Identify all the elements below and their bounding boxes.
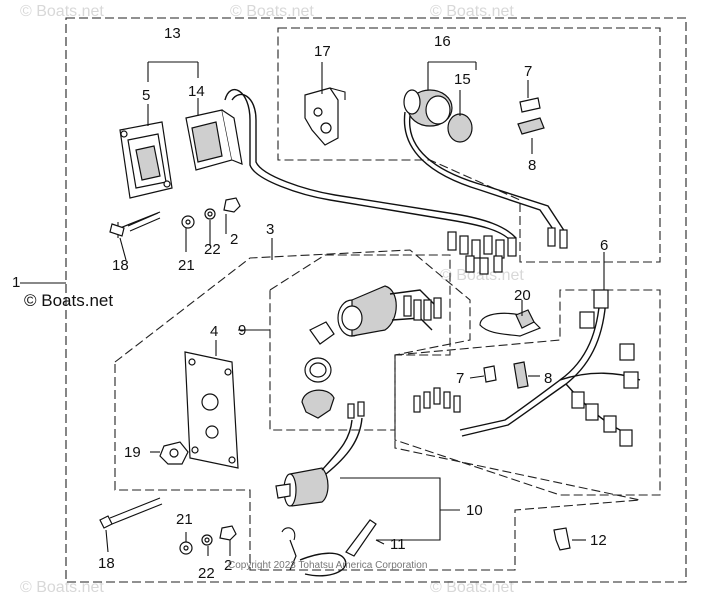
watermark-mid-right: © Boats.net — [440, 267, 524, 284]
watermark-top-left: © Boats.net — [20, 3, 104, 20]
callout-17: 17 — [314, 43, 331, 60]
connector-cluster-top — [447, 231, 517, 275]
callout-1: 1 — [12, 274, 20, 291]
frame-panel-group — [114, 249, 641, 571]
outer-frame — [65, 17, 687, 583]
key-tag — [309, 321, 335, 345]
part-6-harness — [413, 289, 641, 447]
callout-14: 14 — [188, 83, 205, 100]
part-15-grommet — [447, 113, 473, 143]
watermark-top-center: © Boats.net — [230, 3, 314, 20]
connector-cluster-9 — [403, 295, 442, 321]
connector-16a — [547, 227, 556, 247]
callout-13: 13 — [164, 25, 181, 42]
frame-switch-group — [269, 254, 451, 431]
callout-20: 20 — [514, 287, 531, 304]
callout-12: 12 — [590, 532, 607, 549]
callout-6: 6 — [600, 237, 608, 254]
callout-19: 19 — [124, 444, 141, 461]
copyright-text: Copyright 2023 Tohatsu America Corporati… — [228, 560, 427, 571]
watermark-bottom-left: © Boats.net — [20, 579, 104, 596]
callout-2-bottom: 2 — [224, 557, 232, 574]
callout-4: 4 — [210, 323, 218, 340]
part-18-bolt-top — [109, 211, 161, 238]
harness-wire-main-2 — [231, 93, 517, 239]
callout-8-top: 8 — [528, 157, 536, 174]
callout-15: 15 — [454, 71, 471, 88]
watermark-bottom-right: © Boats.net — [430, 579, 514, 596]
part-4-mount-plate — [184, 351, 239, 469]
callout-22-top: 22 — [204, 241, 221, 258]
callout-21-bottom: 21 — [176, 511, 193, 528]
part-17-bracket — [304, 87, 346, 146]
part-7-screw-top — [519, 97, 541, 113]
part-8-sleeve-mid — [513, 361, 529, 389]
callout-9: 9 — [238, 322, 246, 339]
part-20-clamp — [479, 309, 542, 337]
callout-22-bottom: 22 — [198, 565, 215, 582]
part-7-screw-mid — [483, 365, 497, 383]
frame-top-group — [277, 27, 661, 263]
connector-16b — [559, 229, 568, 249]
part-12-clip — [553, 527, 571, 551]
part-16-switch — [403, 89, 566, 233]
callout-10: 10 — [466, 502, 483, 519]
part-5-cover-plate — [119, 121, 173, 199]
watermark-top-right: © Boats.net — [430, 3, 514, 20]
leader-lines — [20, 61, 605, 556]
part-8-sleeve-top — [517, 117, 545, 135]
callout-16: 16 — [434, 33, 451, 50]
part-11-lanyard — [281, 519, 377, 577]
callout-18-bottom: 18 — [98, 555, 115, 572]
callout-18-top: 18 — [112, 257, 129, 274]
part-18-bolt-bottom — [99, 497, 163, 529]
callout-2-top: 2 — [230, 231, 238, 248]
part-2-nut-bottom — [219, 525, 237, 541]
callout-5: 5 — [142, 87, 150, 104]
switch-cap — [301, 389, 335, 419]
part-14-switch-box — [185, 109, 243, 171]
part-2-nut-top — [223, 197, 241, 213]
harness-wire-main — [224, 88, 511, 241]
callout-7-mid: 7 — [456, 370, 464, 387]
callout-8-mid: 8 — [544, 370, 552, 387]
callout-11: 11 — [390, 536, 406, 553]
part-10-stop-switch — [275, 401, 365, 507]
watermark-main: © Boats.net — [24, 291, 113, 310]
callout-21-top: 21 — [178, 257, 195, 274]
part-9-ignition-switch — [337, 285, 441, 337]
frame-harness-group — [394, 289, 661, 496]
callout-3: 3 — [266, 221, 274, 238]
callout-7-top: 7 — [524, 63, 532, 80]
